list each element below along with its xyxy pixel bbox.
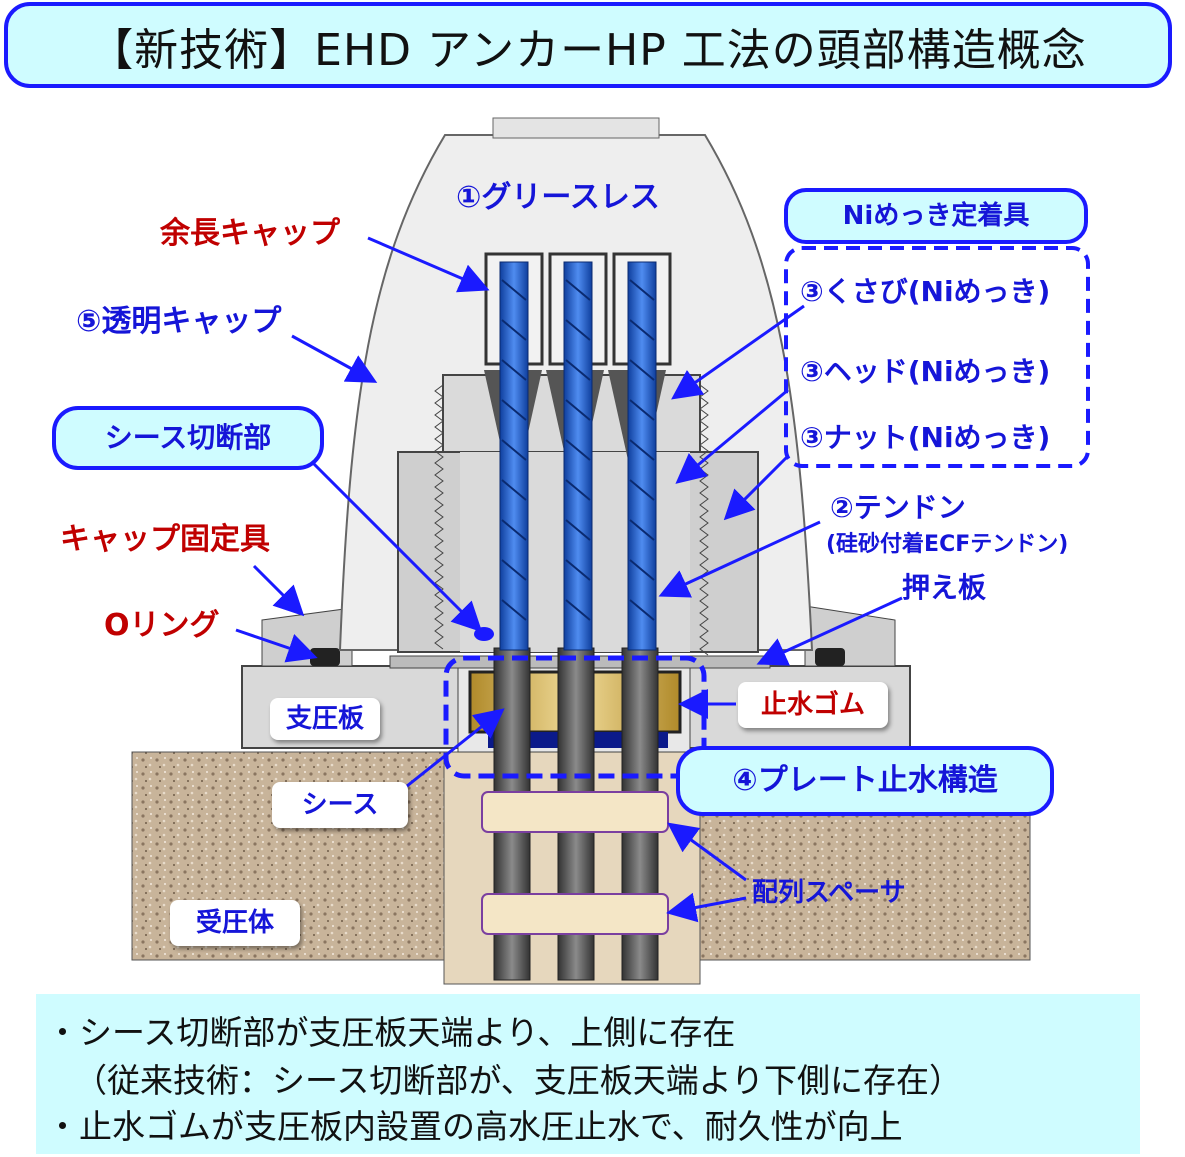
label-cap-fixture: キャップ固定具 (60, 522, 270, 557)
label-nut: ③ナット(Niめっき) (800, 416, 1050, 456)
label-head-text: ③ヘッド(Niめっき) (800, 355, 1051, 388)
label-ni-anchor: Niめっき定着具 (784, 188, 1088, 244)
label-greaseless: ①グリースレス (456, 180, 660, 215)
spacer-upper (481, 791, 669, 833)
leader-lines (235, 236, 903, 923)
spacer-lower (481, 893, 669, 935)
cap-top (492, 117, 660, 139)
thread-left (434, 384, 444, 650)
label-o-ring: Oリング (104, 608, 220, 643)
thread-right (699, 384, 709, 656)
label-wedge-text: ③くさび(Niめっき) (800, 275, 1051, 308)
sheath-cut-marker (474, 627, 494, 641)
label-excess-cap: 余長キャップ (160, 216, 340, 251)
label-tendon-sub: (硅砂付着ECFテンドン) (826, 532, 1069, 557)
title-box: 【新技術】EHD アンカーHP 工法の頭部構造概念 (4, 2, 1172, 88)
label-plate-waterstop: ④プレート止水構造 (676, 746, 1054, 816)
label-water-rubber: 止水ゴム (738, 682, 888, 728)
page-title: 【新技術】EHD アンカーHP 工法の頭部構造概念 (89, 25, 1087, 76)
note-1: ・シース切断部が支圧板天端より、上側に存在 (46, 1013, 736, 1052)
notes-panel: ・シース切断部が支圧板天端より、上側に存在 （従来技術：シース切断部が、支圧板天… (36, 994, 1140, 1154)
tendons (499, 261, 657, 651)
note-2: （従来技術：シース切断部が、支圧板天端より下側に存在） (74, 1061, 963, 1100)
ni-anchor-group (784, 246, 1090, 468)
label-wedge: ③くさび(Niめっき) (800, 270, 1050, 310)
label-transparent-cap: ⑤透明キャップ (76, 304, 282, 339)
o-ring-right (815, 648, 845, 666)
label-nut-text: ③ナット(Niめっき) (800, 421, 1051, 454)
label-bearing-plate: 支圧板 (270, 698, 380, 740)
note-3: ・止水ゴムが支圧板内設置の高水圧止水で、耐久性が向上 (46, 1107, 903, 1146)
o-ring-left (310, 648, 340, 666)
label-spacer: 配列スペーサ (752, 878, 906, 908)
label-receiving-body: 受圧体 (170, 900, 300, 946)
label-head: ③ヘッド(Niめっき) (800, 350, 1050, 390)
label-sheath-cut: シース切断部 (52, 406, 324, 470)
label-sheath: シース (272, 782, 408, 828)
label-tendon: ②テンドン (830, 491, 966, 524)
label-press-plate: 押え板 (902, 571, 987, 604)
